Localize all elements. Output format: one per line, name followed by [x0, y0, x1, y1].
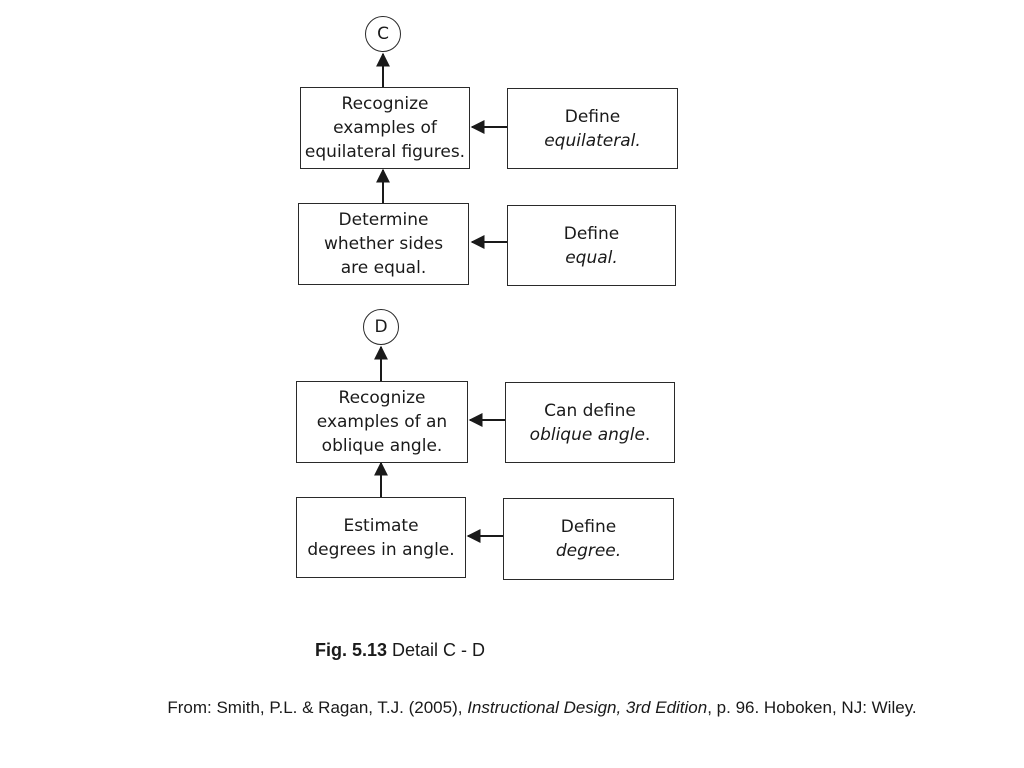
citation-suffix: , p. 96. Hoboken, NJ: Wiley.: [707, 698, 917, 717]
box-line: oblique angle.: [321, 436, 443, 456]
box-determine-sides: Determine whether sides are equal.: [298, 203, 469, 285]
box-line: equilateral figures.: [304, 142, 466, 162]
box-term: degree.: [556, 539, 621, 563]
box-line: whether sides: [323, 234, 444, 254]
connector-node-d: D: [363, 309, 399, 345]
box-term: equilateral.: [544, 129, 641, 153]
box-line: Estimate: [343, 515, 419, 536]
figure-caption: Fig. 5.13 Detail C - D: [0, 640, 800, 661]
citation-prefix: From: Smith, P.L. & Ragan, T.J. (2005),: [167, 698, 468, 717]
figure-title: Detail C - D: [387, 640, 486, 660]
box-line: Define: [564, 106, 621, 127]
connector-node-c: C: [365, 16, 401, 52]
box-define-equal: Define equal.: [507, 205, 676, 286]
box-line: Define: [563, 223, 620, 244]
node-c-label: C: [377, 24, 389, 44]
italic-term: equal.: [565, 247, 618, 268]
box-line: Recognize: [338, 388, 426, 408]
box-define-degree: Define degree.: [503, 498, 674, 580]
box-line: are equal.: [340, 258, 427, 278]
italic-term: degree.: [555, 541, 622, 561]
box-line: examples of an: [316, 412, 448, 432]
box-line: Can define: [544, 400, 636, 421]
term-suffix: .: [644, 424, 651, 445]
citation-title: Instructional Design, 3rd Edition: [467, 698, 708, 717]
box-term: oblique angle.: [530, 423, 651, 447]
box-define-oblique: Can define oblique angle.: [505, 382, 675, 463]
italic-term: equilateral.: [544, 130, 641, 151]
italic-term: oblique angle: [529, 424, 645, 445]
box-recognize-equilateral: Recognize examples of equilateral figure…: [300, 87, 470, 169]
box-line: Define: [560, 517, 617, 537]
box-term: equal.: [565, 246, 618, 270]
box-line: degrees in angle.: [307, 539, 455, 560]
box-line: Recognize: [341, 94, 429, 114]
box-line: examples of: [333, 118, 437, 138]
node-d-label: D: [374, 317, 388, 337]
figure-number: Fig. 5.13: [314, 640, 387, 660]
box-recognize-oblique: Recognize examples of an oblique angle.: [296, 381, 468, 463]
box-line: Determine: [338, 210, 429, 230]
box-estimate-degrees: Estimate degrees in angle.: [296, 497, 466, 578]
box-define-equilateral: Define equilateral.: [507, 88, 678, 169]
source-citation: From: Smith, P.L. & Ragan, T.J. (2005), …: [0, 698, 1024, 718]
